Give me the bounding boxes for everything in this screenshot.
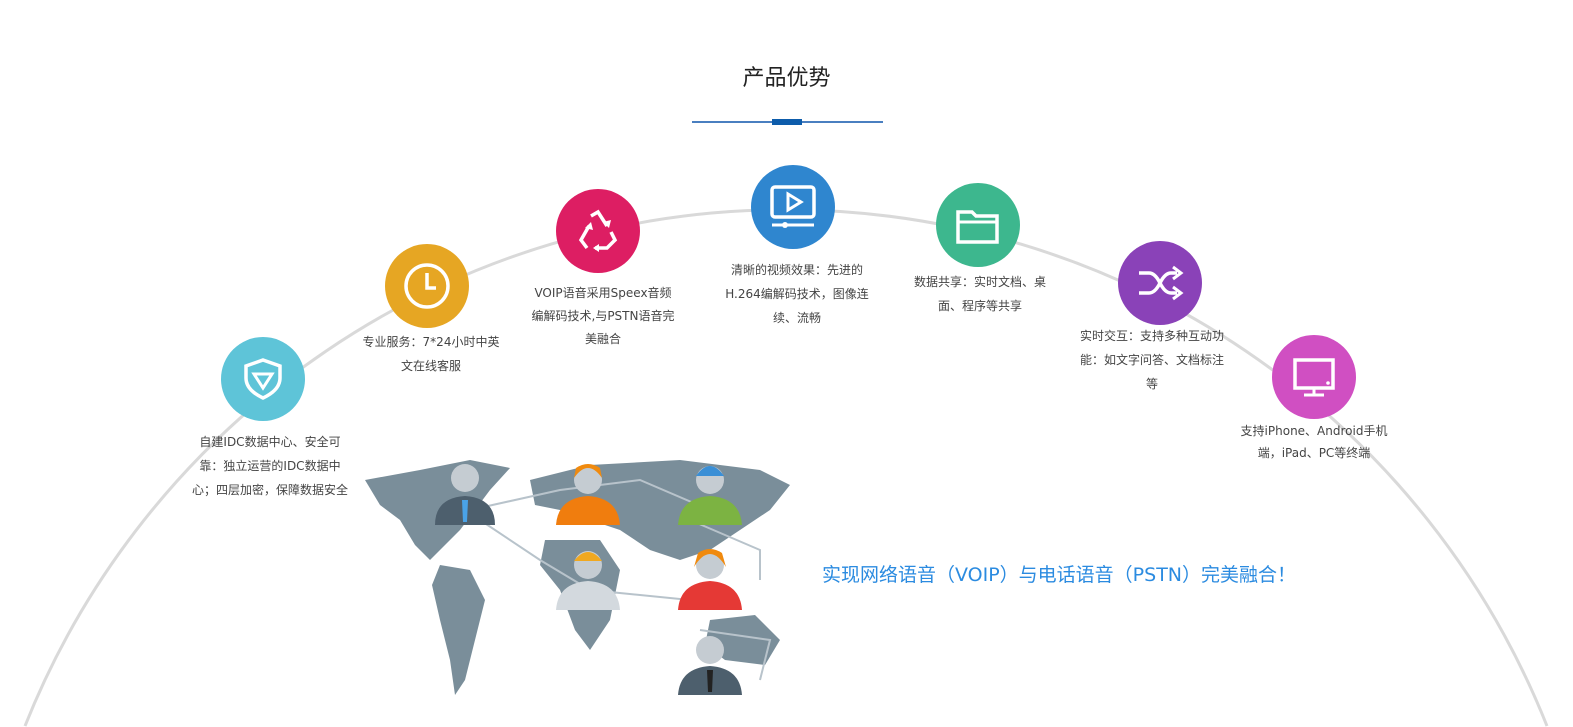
feature-text-interaction: 实时交互：支持多种互动功能：如文字问答、文档标注等 xyxy=(1079,329,1224,391)
feature-text-voip: VOIP语音采用Speex音频编解码技术,与PSTN语音完美融合 xyxy=(531,286,675,346)
feature-text-data-share: 数据共享：实时文档、桌面、程序等共享 xyxy=(913,275,1046,313)
video-play-icon xyxy=(751,165,835,249)
world-map-illustration xyxy=(365,460,790,695)
title-divider-accent xyxy=(772,119,802,125)
shuffle-icon xyxy=(1118,241,1202,325)
feature-text-terminals: 支持iPhone、Android手机端，iPad、PC等终端 xyxy=(1240,424,1388,460)
slogan-text: 实现网络语音（VOIP）与电话语音（PSTN）完美融合！ xyxy=(822,564,1297,586)
clock-icon xyxy=(385,244,469,328)
feature-text-idc: 自建IDC数据中心、安全可靠：独立运营的IDC数据中心；四层加密，保障数据安全 xyxy=(191,435,348,497)
recycle-icon xyxy=(556,189,640,273)
folder-icon xyxy=(936,183,1020,267)
shield-icon xyxy=(221,337,305,421)
person-avatars xyxy=(435,464,742,695)
feature-text-video: 清晰的视频效果：先进的H.264编解码技术，图像连续、流畅 xyxy=(725,263,869,325)
section-title: 产品优势 xyxy=(742,66,831,91)
monitor-icon xyxy=(1272,335,1356,419)
feature-text-service: 专业服务：7*24小时中英文在线客服 xyxy=(362,335,500,373)
